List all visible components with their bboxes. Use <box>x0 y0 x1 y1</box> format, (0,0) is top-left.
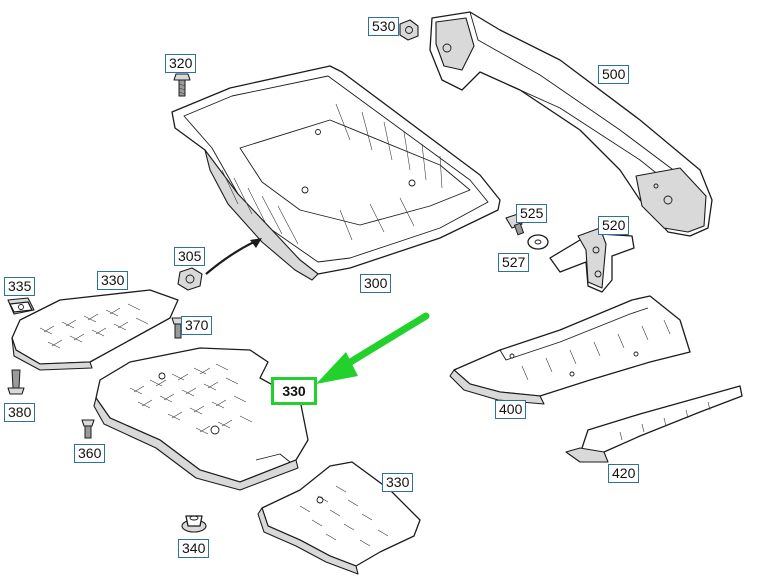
part-330-left-panel[interactable] <box>11 289 179 371</box>
callout-530[interactable]: 530 <box>368 17 400 36</box>
part-320-bolt[interactable] <box>173 73 191 97</box>
part-330-rear-panel[interactable] <box>257 461 421 575</box>
callout-330-left[interactable]: 330 <box>97 271 129 290</box>
callout-370[interactable]: 370 <box>181 316 213 335</box>
callout-380[interactable]: 380 <box>4 403 36 422</box>
part-500-cross-member[interactable] <box>429 11 713 237</box>
part-527-washer[interactable] <box>527 234 549 250</box>
callout-500[interactable]: 500 <box>598 65 630 84</box>
callout-520[interactable]: 520 <box>598 216 630 235</box>
arrow-305-to-300 <box>205 239 259 275</box>
callout-300[interactable]: 300 <box>360 274 392 293</box>
part-340-expansion-nut[interactable] <box>181 515 207 533</box>
part-420-rail[interactable] <box>565 385 743 463</box>
callout-320[interactable]: 320 <box>165 54 197 73</box>
callout-400[interactable]: 400 <box>495 400 527 419</box>
part-520-bracket[interactable] <box>549 227 635 293</box>
callout-360[interactable]: 360 <box>74 444 106 463</box>
callout-340[interactable]: 340 <box>178 539 210 558</box>
part-380-push-pin[interactable] <box>7 369 25 395</box>
callout-330-bottom[interactable]: 330 <box>382 473 414 492</box>
arrowhead-305 <box>250 238 262 248</box>
callout-330-highlighted[interactable]: 330 <box>271 377 317 405</box>
part-305-clip[interactable] <box>177 267 203 291</box>
callout-305[interactable]: 305 <box>174 247 206 266</box>
part-300-spare-wheel-tub[interactable] <box>171 65 501 281</box>
callout-335[interactable]: 335 <box>4 277 36 296</box>
part-360-bolt[interactable] <box>81 419 95 439</box>
callout-525[interactable]: 525 <box>516 204 548 223</box>
part-335-clip-nut[interactable] <box>7 297 35 315</box>
part-400-floor-panel[interactable] <box>449 295 691 405</box>
part-530-nut[interactable] <box>399 19 419 41</box>
callout-527[interactable]: 527 <box>498 253 530 272</box>
highlight-arrow <box>316 312 430 384</box>
part-330-center-panel[interactable] <box>93 347 309 491</box>
callout-420[interactable]: 420 <box>608 464 640 483</box>
